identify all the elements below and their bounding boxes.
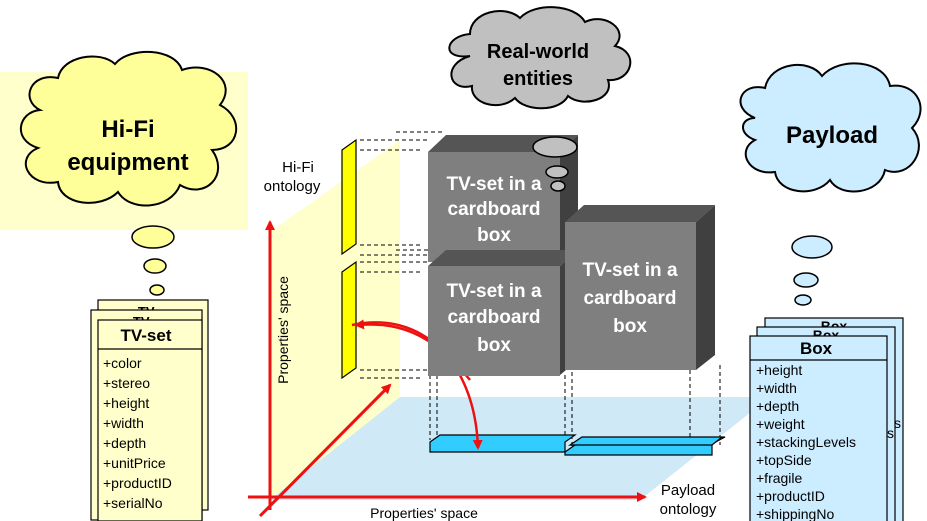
real-world-cloud: Real-world entities bbox=[448, 6, 632, 110]
tvset-card-title: TV-set bbox=[120, 326, 171, 345]
hifi-cloud-line1: Hi-Fi bbox=[101, 116, 154, 143]
box-attr-0: +height bbox=[756, 362, 802, 378]
box-attr-1: +width bbox=[756, 380, 797, 396]
axes bbox=[248, 220, 647, 518]
tvset-attr-0: +color bbox=[103, 355, 142, 371]
cube-right-line3: box bbox=[613, 316, 647, 337]
box-card-back-2-peek: s bbox=[894, 415, 901, 431]
hifi-bar-lower bbox=[341, 260, 357, 380]
hifi-cloud-line2: equipment bbox=[67, 149, 188, 176]
box-attr-2: +depth bbox=[756, 398, 799, 414]
hifi-ontology-line1: Hi-Fi bbox=[282, 159, 314, 176]
tvset-card bbox=[97, 319, 203, 521]
real-world-thought-bubbles bbox=[532, 136, 578, 192]
payload-bar-left bbox=[429, 434, 577, 453]
cube-top-line1: TV-set in a bbox=[446, 174, 541, 195]
hifi-ontology-line2: ontology bbox=[264, 178, 321, 195]
tvset-attr-5: +unitPrice bbox=[103, 455, 166, 471]
tvset-attr-2: +height bbox=[103, 395, 149, 411]
tvset-class-stack: TV- TV- TV-set +color +stereo +height +w… bbox=[90, 299, 209, 521]
vertical-axis-label: Properties' space bbox=[275, 276, 291, 384]
payload-ontology-line1: Payload bbox=[661, 482, 715, 499]
box-attr-8: +shippingNo bbox=[756, 506, 834, 521]
box-attr-6: +fragile bbox=[756, 470, 803, 486]
payload-cloud-line1: Payload bbox=[786, 122, 878, 149]
hifi-bar-upper bbox=[341, 138, 357, 256]
box-card-title: Box bbox=[800, 339, 833, 358]
cube-middle-line3: box bbox=[477, 335, 511, 356]
payload-thought-bubbles bbox=[791, 235, 833, 306]
hifi-ontology-plane bbox=[270, 140, 400, 500]
cube-middle-line1: TV-set in a bbox=[446, 281, 541, 302]
cube-top-line3: box bbox=[477, 225, 511, 246]
horizontal-axis-label: Properties' space bbox=[370, 505, 478, 521]
box-card-back-1-peek: s bbox=[887, 425, 894, 441]
box-attr-4: +stackingLevels bbox=[756, 434, 856, 450]
cube-middle-line2: cardboard bbox=[448, 307, 541, 328]
cube-right-line2: cardboard bbox=[584, 288, 677, 309]
depth-axis bbox=[258, 383, 392, 518]
tvset-attr-3: +width bbox=[103, 415, 144, 431]
payload-cloud: Payload bbox=[739, 62, 922, 193]
box-class-stack: Box s Box s Box +height +width +depth +w… bbox=[749, 317, 904, 521]
tvset-attr-1: +stereo bbox=[103, 375, 150, 391]
cube-right-line1: TV-set in a bbox=[582, 260, 677, 281]
real-world-cloud-line2: entities bbox=[503, 68, 573, 90]
hifi-cloud: Hi-Fi equipment bbox=[19, 51, 238, 207]
payload-bar-right-top bbox=[568, 436, 724, 446]
payload-ontology-line2: ontology bbox=[660, 501, 717, 518]
box-attr-5: +topSide bbox=[756, 452, 812, 468]
hifi-thought-bubbles bbox=[131, 225, 175, 296]
tvset-attr-7: +serialNo bbox=[103, 495, 163, 511]
real-world-cloud-line1: Real-world bbox=[487, 41, 589, 63]
cube-right bbox=[565, 205, 715, 370]
cube-top-line2: cardboard bbox=[448, 199, 541, 220]
tvset-attr-4: +depth bbox=[103, 435, 146, 451]
box-attr-7: +productID bbox=[756, 488, 825, 504]
box-attr-3: +weight bbox=[756, 416, 805, 432]
cube-top bbox=[428, 135, 578, 262]
box-card bbox=[749, 335, 888, 521]
tvset-attr-6: +productID bbox=[103, 475, 172, 491]
